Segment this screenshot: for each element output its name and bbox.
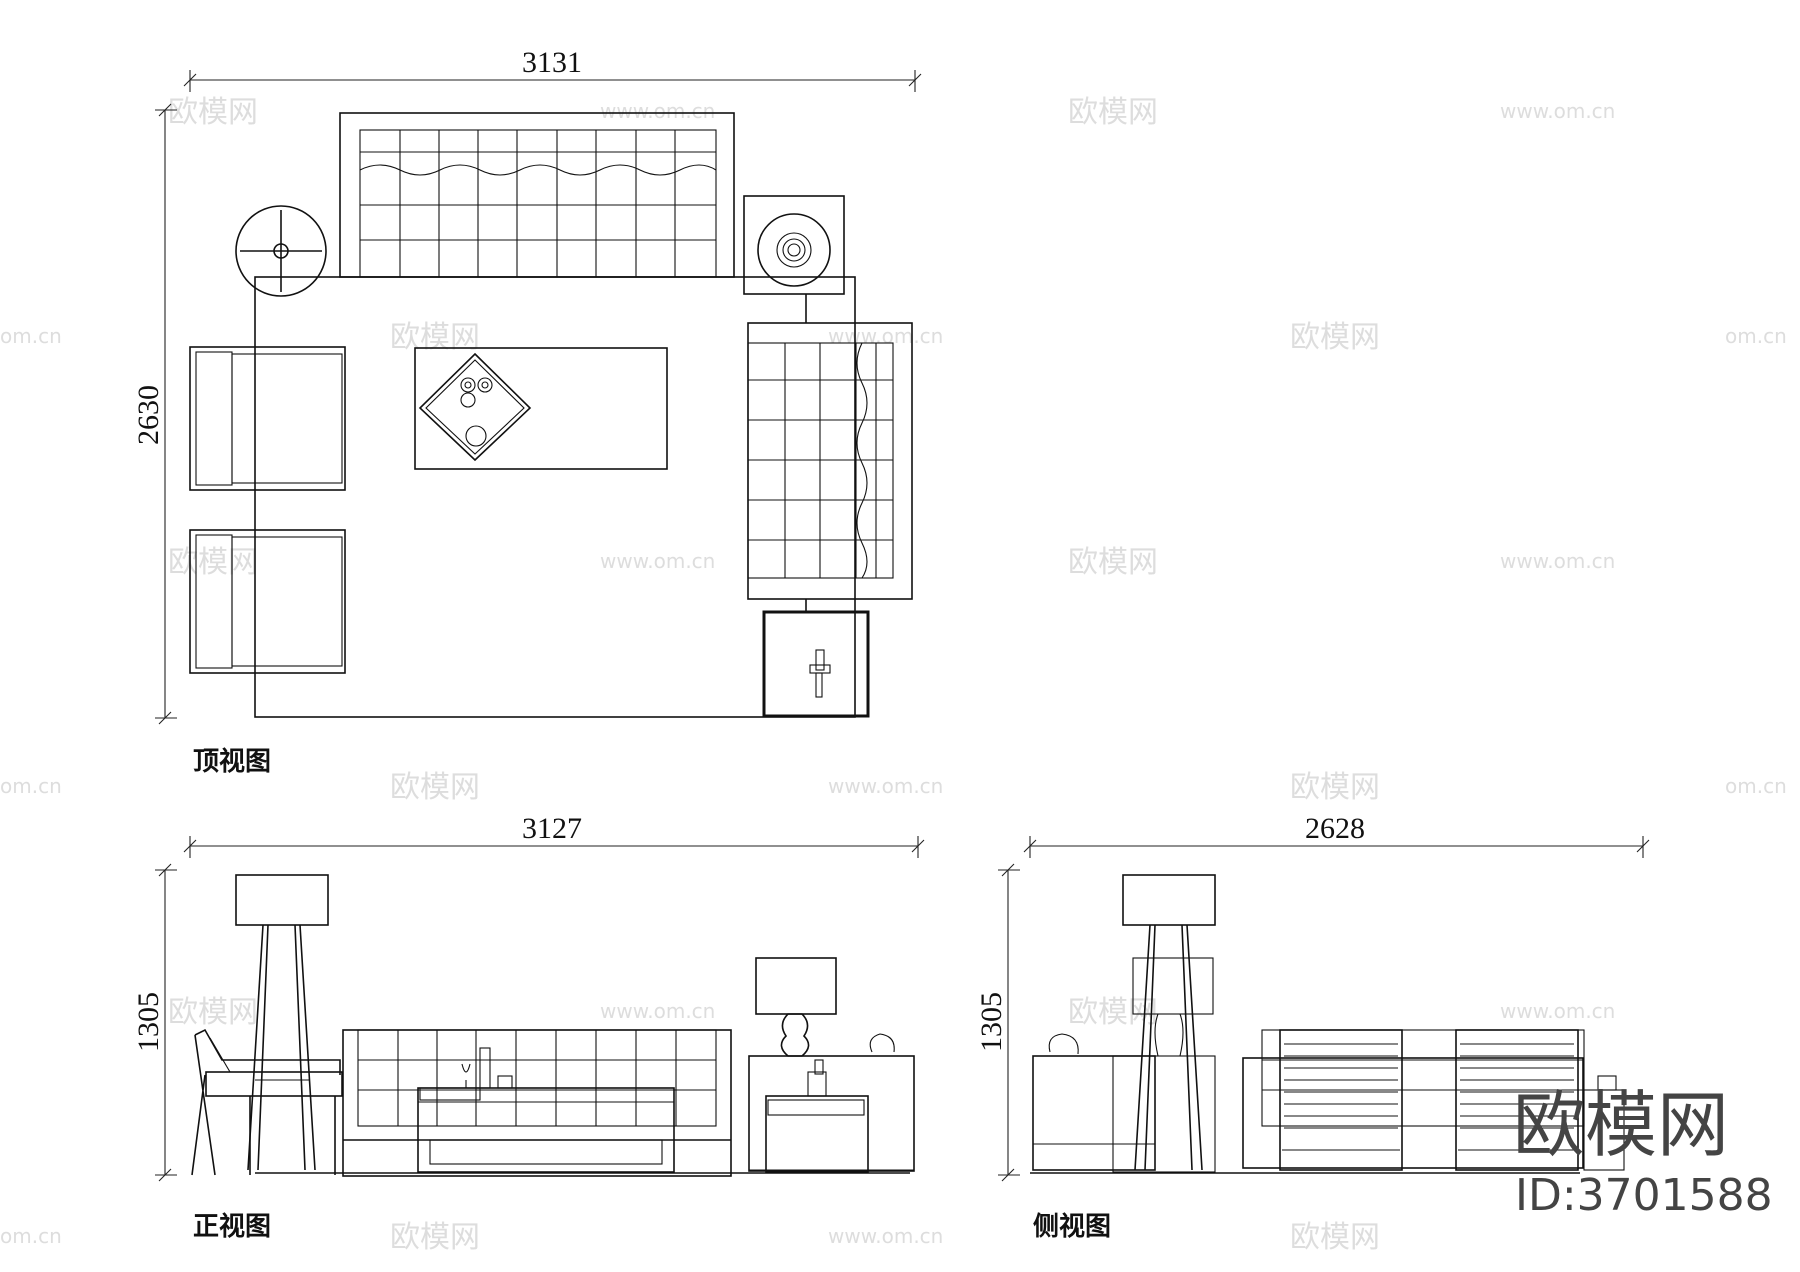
watermark-brand: 欧模网: [168, 995, 258, 1030]
watermark-brand: 欧模网: [1068, 95, 1158, 130]
watermark-url: www.om.cn: [828, 324, 943, 348]
watermark-url: om.cn: [0, 774, 62, 798]
sofa-side: [1242, 1029, 1585, 1169]
floor-lamp-top: [235, 205, 327, 297]
top-view-label: 顶视图: [193, 747, 271, 777]
watermark-brand: 欧模网: [168, 95, 258, 130]
front-view-label: 正视图: [193, 1212, 271, 1242]
watermark-url: om.cn: [0, 1224, 62, 1248]
front-width-label: 3127: [522, 812, 582, 845]
watermark-brand: 欧模网: [1068, 995, 1158, 1030]
side-table-sculpture-top: [762, 610, 870, 718]
front-height-dimension: 1305: [132, 863, 177, 1182]
front-width-dimension: 3127: [183, 812, 925, 858]
watermark-url: www.om.cn: [1500, 99, 1615, 123]
loveseat-front: [748, 1033, 915, 1172]
watermark-brand: 欧模网: [390, 770, 480, 805]
watermark-url: om.cn: [0, 324, 62, 348]
front-height-label: 1305: [132, 992, 165, 1052]
side-table-lamp-top: [743, 195, 845, 323]
loveseat-side: [1032, 1033, 1156, 1171]
loveseat-right: [747, 322, 913, 612]
watermark-url: www.om.cn: [600, 549, 715, 573]
sofa-three-seat-front: [342, 1029, 732, 1177]
watermark-brand: 欧模网: [1068, 545, 1158, 580]
watermark-brand: 欧模网: [390, 1220, 480, 1255]
watermark-url: www.om.cn: [600, 999, 715, 1023]
watermark-url: www.om.cn: [1500, 999, 1615, 1023]
top-width-label: 3131: [522, 46, 582, 79]
front-view: 3127 1305: [132, 812, 925, 1242]
top-height-dimension: 2630: [132, 103, 177, 725]
watermark-brand: 欧模网: [1290, 1220, 1380, 1255]
side-table-lamp-front: [755, 957, 869, 1173]
watermark-url: om.cn: [1725, 324, 1787, 348]
floor-lamp-front: [235, 874, 329, 1171]
sofa-three-seat: [339, 112, 735, 278]
logo-text: 欧模网: [1513, 1083, 1729, 1167]
watermark-brand: 欧模网: [1290, 770, 1380, 805]
armchair-lower: [189, 529, 346, 674]
top-view: 3131 2630: [132, 46, 922, 777]
branding: 欧模网 ID:3701588: [1513, 1083, 1773, 1221]
watermark-url: www.om.cn: [1500, 549, 1615, 573]
armchair-back-left: [1279, 1029, 1403, 1171]
side-view: 2628 1305: [975, 812, 1650, 1242]
armchair-upper: [189, 346, 346, 491]
floor-lamp-side: [1112, 874, 1216, 1173]
side-width-label: 2628: [1305, 812, 1365, 845]
watermark-brand: 欧模网: [390, 320, 480, 355]
armchair-back-right: [1455, 1029, 1579, 1171]
top-height-label: 2630: [132, 385, 165, 445]
armchair-front: [191, 1028, 343, 1176]
side-view-label: 侧视图: [1033, 1212, 1111, 1242]
watermark-layer: 欧模网 www.om.cn 欧模网 www.om.cn om.cn 欧模网 ww…: [0, 95, 1787, 1255]
id-text: ID:3701588: [1515, 1170, 1773, 1221]
side-table-sculpture-side: [1583, 1075, 1625, 1171]
watermark-url: om.cn: [1725, 774, 1787, 798]
watermark-brand: 欧模网: [1290, 320, 1380, 355]
coffee-table-front: [417, 1047, 675, 1173]
side-height-dimension: 1305: [975, 863, 1020, 1182]
watermark-brand: 欧模网: [168, 545, 258, 580]
watermark-url: www.om.cn: [828, 774, 943, 798]
watermark-url: www.om.cn: [600, 99, 715, 123]
watermark-url: www.om.cn: [828, 1224, 943, 1248]
side-height-label: 1305: [975, 992, 1008, 1052]
side-width-dimension: 2628: [1023, 812, 1650, 858]
coffee-table: [414, 347, 668, 470]
top-width-dimension: 3131: [183, 46, 922, 92]
